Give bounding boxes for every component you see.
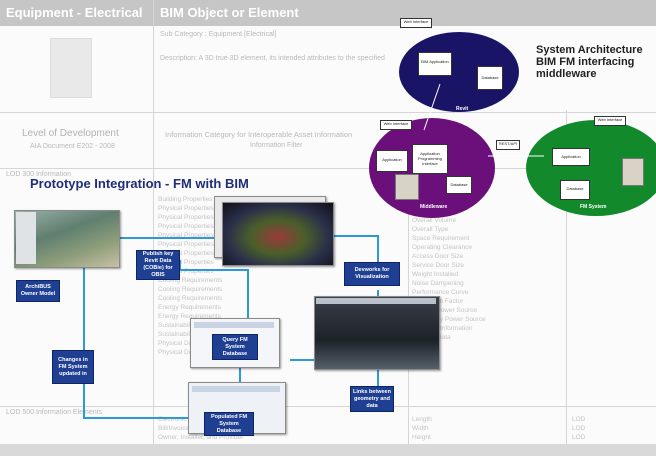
fm-database-toolbar — [192, 386, 280, 392]
form-attribute-row: Weight Installed — [412, 271, 459, 278]
form-row: Energy Requirements — [158, 313, 221, 320]
form-row: Physical Properties — [158, 250, 214, 257]
bim-model-screenshot — [222, 202, 334, 266]
middleware-revit-link — [423, 83, 441, 131]
fm-ellipse — [526, 120, 656, 216]
revit-label: Revit — [456, 106, 469, 112]
lod-title: Level of Development — [22, 128, 119, 139]
form-row: Physical Properties — [158, 241, 214, 248]
fm-server-icon — [622, 158, 644, 186]
form-attribute-row: Performance Curve — [412, 289, 469, 296]
form-row: Cooling Requirements — [158, 286, 223, 293]
form-row: Cooling Requirements — [158, 277, 223, 284]
form-attribute-row: Overall Type — [412, 226, 449, 233]
lod-500-label: LOD 500 Information Elements — [6, 409, 103, 416]
architecture-title-line-1: System Architecture — [536, 44, 643, 56]
archibus-box: ArchiBUS Owner Model — [16, 280, 60, 302]
revit-database-box: Database — [477, 66, 503, 90]
form-row: Building Properties — [158, 196, 213, 203]
form-row-line-1 — [0, 112, 656, 113]
form-row: Physical Properties — [158, 259, 214, 266]
prototype-title: Prototype Integration - FM with BIM — [30, 176, 249, 191]
form-divider-left — [153, 0, 154, 456]
sub-category-text: Sub Category : Equipment [Electrical] — [160, 31, 277, 38]
lod-300-label: LOD 300 Information — [6, 171, 71, 178]
form-bottom-lod-list: LOD LOD LOD — [572, 416, 632, 443]
form-row: Energy Requirements — [158, 304, 221, 311]
devworks-box: Devworks for Visualization — [344, 262, 400, 286]
form-header-bar: Equipment - Electrical BIM Object or Ele… — [0, 0, 656, 26]
lod-subtitle: AIA Document E202 - 2008 — [30, 143, 115, 150]
form-bottom-lod: LOD — [572, 434, 586, 441]
element-thumbnail — [50, 38, 92, 98]
revit-web-interface: Web Interface — [400, 18, 432, 28]
form-attribute-row: Warranty Information — [412, 325, 473, 332]
fm-query-toolbar — [194, 322, 274, 328]
form-bottom-attr: Height — [412, 434, 431, 441]
form-attribute-row: Space Requirement — [412, 235, 470, 242]
form-attribute-row: Noise Dampening — [412, 280, 464, 287]
fm-application-box: Application — [552, 148, 590, 166]
connector-owner-down — [83, 238, 210, 419]
visualization-screenshot — [314, 296, 440, 370]
middleware-database-box: Database — [446, 176, 472, 194]
form-row: Physical Properties — [158, 223, 214, 230]
footer-strip — [0, 444, 656, 456]
bim-application-box: BIM Application — [418, 52, 452, 76]
revit-model-panel — [16, 212, 36, 264]
middleware-label: Middleware — [420, 204, 448, 210]
changes-box: Changes in FM System updated in — [52, 350, 94, 384]
form-attribute-row: Access Door Size — [412, 253, 464, 260]
populate-box: Populated FM System Database — [204, 412, 254, 436]
visualization-toolbar — [316, 298, 436, 304]
form-bottom-attr: Width — [412, 425, 429, 432]
form-row-line-3 — [0, 406, 656, 407]
form-row-line-2 — [0, 168, 656, 169]
links-box: Links between geometry and data — [350, 386, 394, 412]
connector-publish-query — [179, 260, 249, 330]
architecture-title-line-2: BIM FM interfacing — [536, 56, 635, 68]
info-category: Information Category for Interoperable A… — [165, 130, 353, 139]
architecture-title-line-3: middleware — [536, 68, 597, 80]
middleware-application-box: Application — [376, 150, 408, 172]
form-header-right: BIM Object or Element — [160, 5, 299, 20]
query-box: Query FM System Database — [212, 334, 258, 360]
fm-label: FM System — [580, 204, 607, 210]
publish-box: Publish key Revit Data (COBie) for OBIS — [136, 250, 180, 280]
form-row: Physical Properties — [158, 268, 214, 275]
middleware-web-interface: Web Interface — [380, 120, 412, 130]
fm-database-box: Database — [560, 180, 590, 200]
form-row: Physical Properties — [158, 205, 214, 212]
form-row: Physical Properties — [158, 232, 214, 239]
form-bottom-lod: LOD — [572, 416, 586, 423]
form-header-left: Equipment - Electrical — [6, 5, 143, 20]
architecture-title: System Architecture BIM FM interfacing m… — [536, 44, 643, 80]
middleware-server-icon — [395, 174, 419, 200]
form-bottom-row: Owner, Installer, and Provider — [158, 434, 244, 441]
form-divider-right — [566, 110, 567, 456]
form-attribute-row: Secondary Power Source — [412, 316, 486, 323]
fm-web-interface: Web Interface — [594, 116, 626, 126]
form-attribute-row: Overall Volume — [412, 217, 457, 224]
api-box: Application Programming Interface — [412, 144, 448, 174]
form-attribute-row: Service Door Size — [412, 262, 465, 269]
form-row: Physical Properties — [158, 214, 214, 221]
form-attribute-row: Primary Power Source — [412, 307, 478, 314]
rest-api-box: REST/API — [496, 140, 520, 150]
description-text: Description: A 3D true 3D element, its i… — [160, 55, 385, 62]
form-bottom-attr: Length — [412, 416, 432, 423]
form-bottom-lod: LOD — [572, 425, 586, 432]
info-subtitle: Information Filter — [250, 142, 303, 149]
form-row: Cooling Requirements — [158, 295, 223, 302]
form-attribute-row: Operating Clearance — [412, 244, 472, 251]
